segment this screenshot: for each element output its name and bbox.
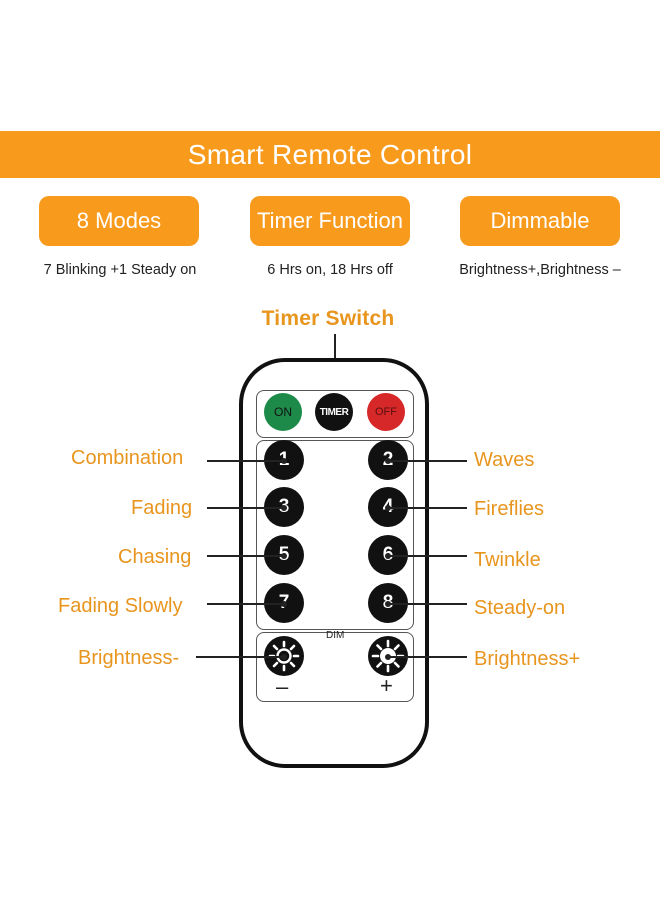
title-banner: Smart Remote Control [0,131,660,178]
minus-sign: – [276,674,289,699]
leader-line-fireflies [388,507,467,509]
label-twinkle: Twinkle [474,549,541,571]
leader-line-brightness-up [388,656,467,658]
label-combination: Combination [71,447,184,469]
label-waves: Waves [474,449,535,471]
leader-line-twinkle [388,555,467,557]
leader-dot [281,553,287,559]
leader-line-combination [207,460,285,462]
dim-label: DIM [326,630,345,641]
on-button[interactable]: ON [264,393,302,431]
leader-dot [281,458,287,464]
label-brightness-down: Brightness- [78,647,180,669]
leader-dot [281,505,287,511]
timer-switch-label: Timer Switch [261,307,395,330]
timer-button[interactable]: TIMER [315,393,353,431]
label-brightness-up: Brightness+ [474,648,581,670]
feature-pill-dimmable: Dimmable [460,196,620,246]
feature-desc-modes: 7 Blinking +1 Steady on [43,262,197,278]
feature-desc-dimmable: Brightness+,Brightness – [459,262,621,278]
leader-dot [385,553,391,559]
leader-line-brightness-down [196,656,285,658]
label-chasing: Chasing [118,546,192,568]
banner-title: Smart Remote Control [187,138,473,170]
feature-pill-modes: 8 Modes [39,196,199,246]
leader-line-fading [207,507,285,509]
label-steady-on: Steady-on [474,597,566,619]
off-button[interactable]: OFF [367,393,405,431]
leader-line-fading-slowly [207,603,285,605]
plus-sign: + [380,673,393,698]
label-fireflies: Fireflies [474,498,545,520]
label-fading: Fading [131,497,193,519]
label-fading-slowly: Fading Slowly [58,595,183,617]
leader-dot [385,654,391,660]
leader-dot [385,601,391,607]
leader-dot [281,601,287,607]
leader-line-chasing [207,555,285,557]
leader-line-steady-on [388,603,467,605]
leader-dot [281,654,287,660]
feature-desc-timer: 6 Hrs on, 18 Hrs off [267,262,393,278]
dim-panel [256,632,414,702]
leader-dot [385,505,391,511]
power-panel [256,390,414,438]
feature-pill-timer: Timer Function [250,196,410,246]
leader-line-waves [388,460,467,462]
leader-dot [385,458,391,464]
mode-panel [256,440,414,630]
